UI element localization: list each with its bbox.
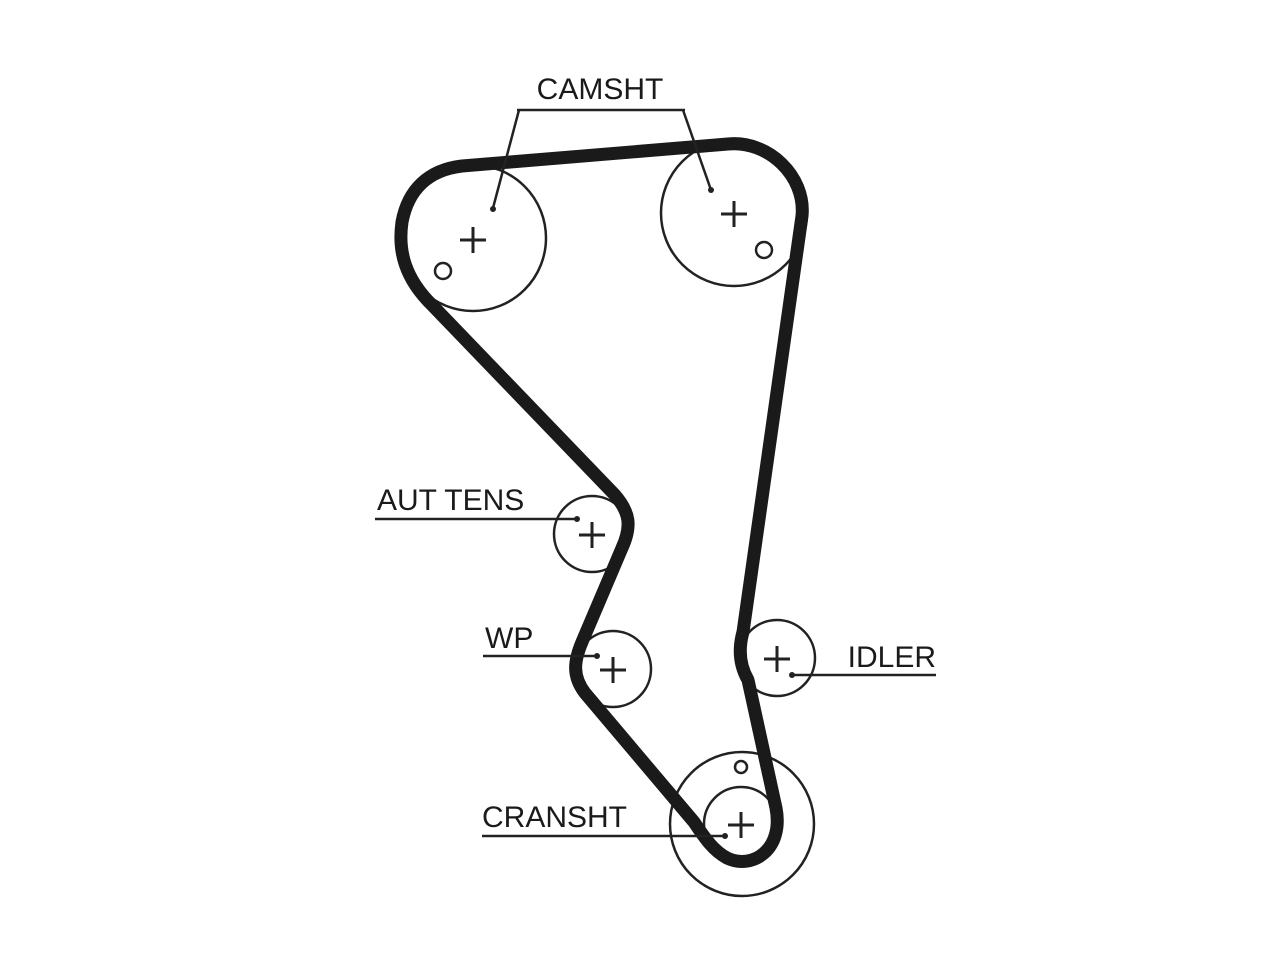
water-pump-leader: [483, 653, 600, 659]
tensioner-label: AUT TENS: [377, 484, 524, 517]
camshaft-leader: [490, 108, 714, 212]
water-pump-label: WP: [485, 622, 533, 655]
tensioner-leader: [375, 516, 580, 522]
camshaft-label: CAMSHT: [537, 73, 664, 106]
idler-label: IDLER: [848, 641, 936, 674]
crankshaft-leader: [482, 833, 728, 839]
crankshaft-label: CRANSHT: [482, 801, 627, 834]
idler-leader: [789, 672, 936, 678]
timing-belt: [394, 137, 809, 868]
